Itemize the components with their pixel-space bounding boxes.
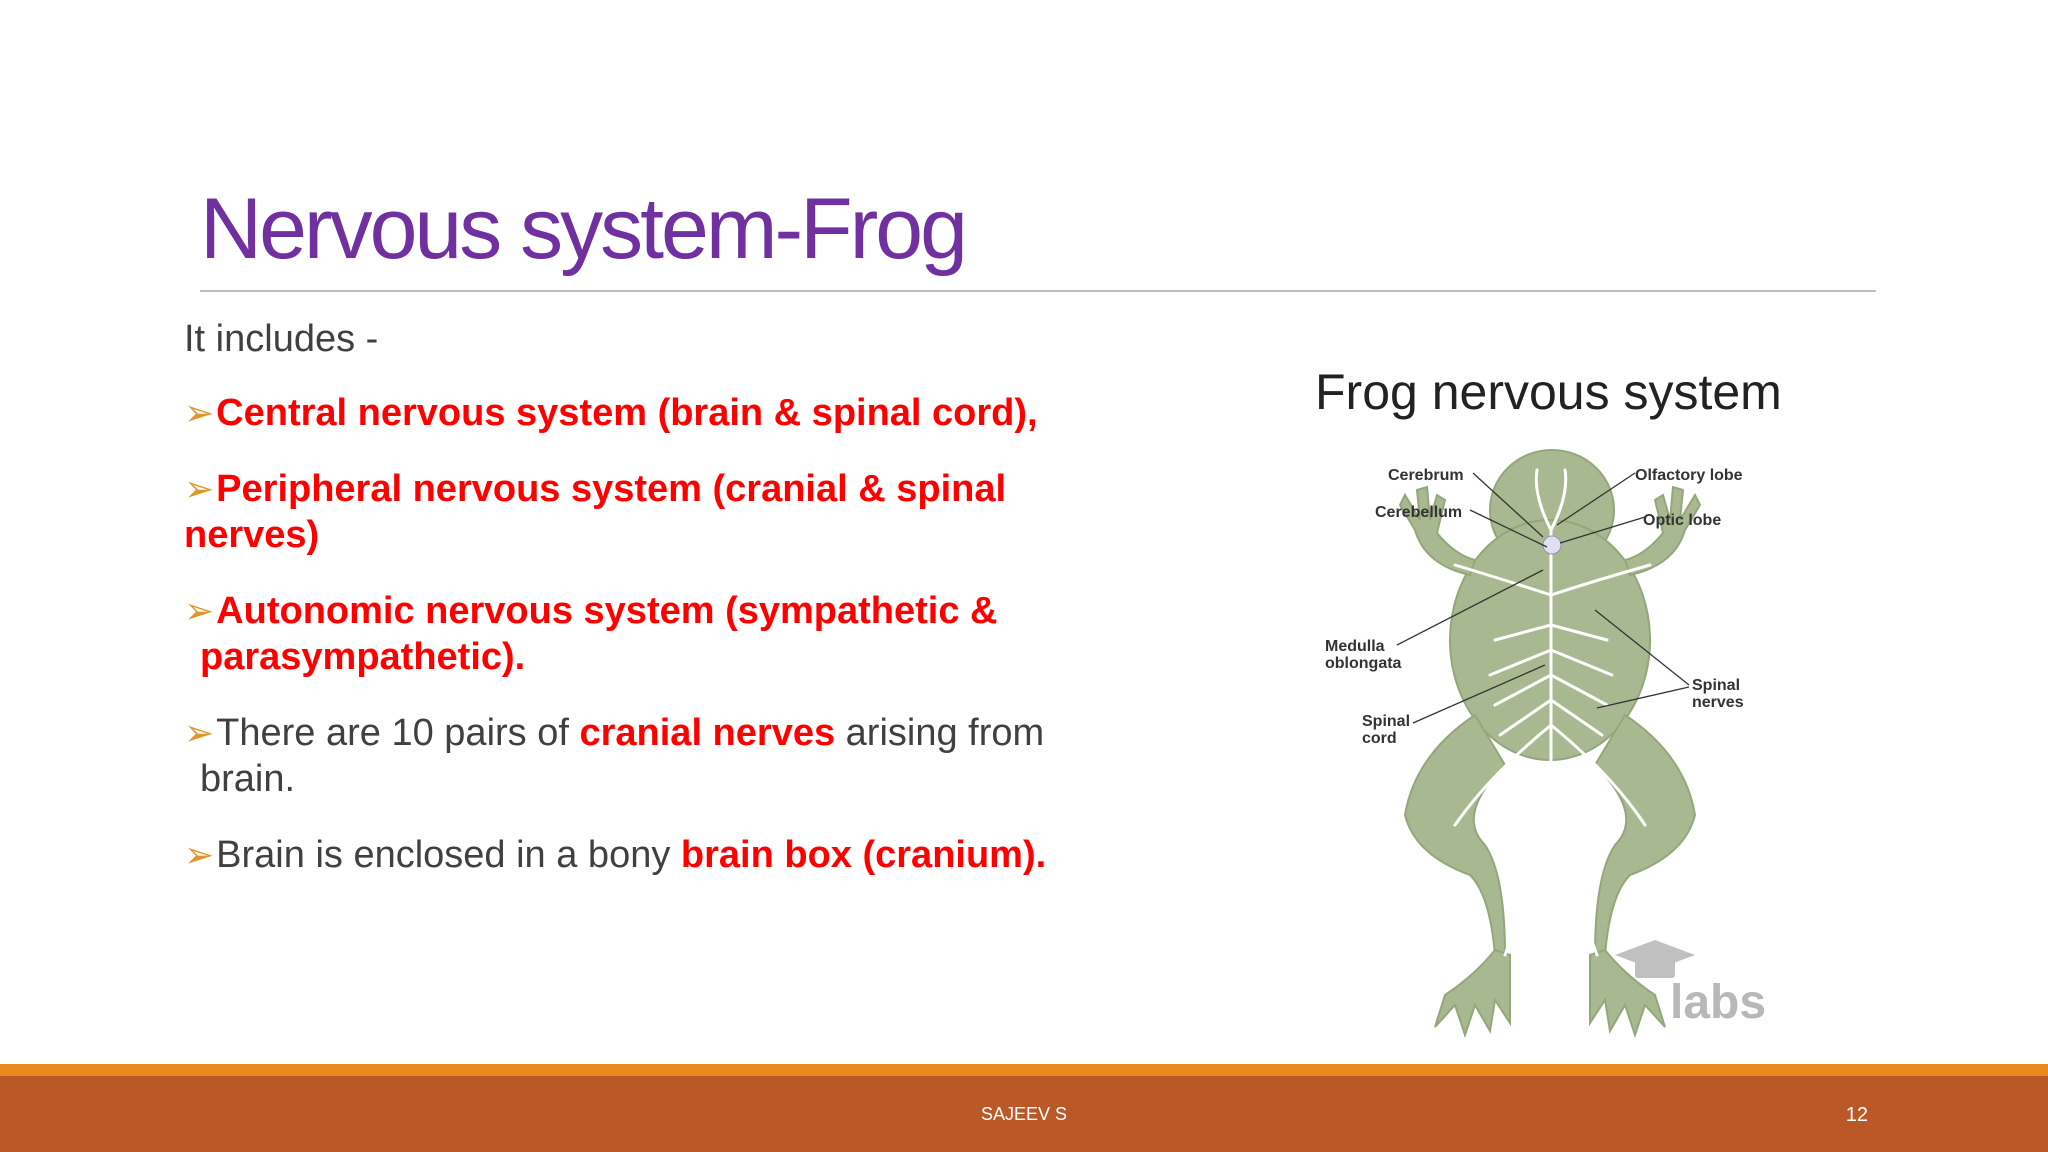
label-optic-lobe: Optic lobe [1643,512,1722,529]
footer-accent-stripe [0,1064,2048,1076]
bullet-brainbox-pre: Brain is enclosed in a bony [216,834,681,876]
bullet-brain-box: ➢Brain is enclosed in a bony brain box (… [184,832,1144,878]
bullet-ans-line1: Autonomic nervous system (sympathetic & [216,590,998,632]
arrowhead-bullet-icon: ➢ [184,834,215,875]
bullet-ans: ➢Autonomic nervous system (sympathetic &… [184,588,1144,680]
bullet-cranial-nerves: ➢There are 10 pairs of cranial nerves ar… [184,710,1144,802]
arrowhead-bullet-icon: ➢ [184,468,215,509]
arrowhead-bullet-icon: ➢ [184,712,215,753]
frog-illustration [1396,449,1702,1039]
slide-content: It includes - ➢Central nervous system (b… [184,316,1144,908]
label-cerebrum: Cerebrum [1388,467,1464,484]
label-olfactory-lobe: Olfactory lobe [1635,467,1743,484]
label-spinal-nerves: Spinal nerves [1692,677,1744,711]
bullet-ans-line2: parasympathetic). [200,636,526,678]
intro-text: It includes - [184,318,379,360]
bullet-cranial-pre: There are 10 pairs of [216,712,580,754]
label-spinal-nerves-line1: Spinal [1692,677,1741,694]
label-medulla-line2: oblongata [1325,655,1402,672]
label-medulla-oblongata: Medulla oblongata [1325,638,1401,672]
bullet-pns: ➢Peripheral nervous system (cranial & sp… [184,466,1144,558]
figure-title: Frog nervous system [1315,364,1782,420]
bullet-brainbox-bold: brain box (cranium). [680,834,1047,876]
label-cerebellum: Cerebellum [1375,504,1463,521]
bullet-cranial-post: arising from [835,712,1045,754]
bullet-cns-text: Central nervous system (brain & spinal c… [216,392,1038,434]
label-medulla-line1: Medulla [1325,638,1385,655]
label-spinal-cord-line1: Spinal [1362,713,1411,730]
label-spinal-cord-line2: cord [1362,730,1397,747]
frog-figure: Frog nervous system [1305,355,1825,1045]
label-spinal-cord: Spinal cord [1362,713,1410,747]
bullet-cns: ➢Central nervous system (brain & spinal … [184,390,1144,436]
watermark-logo: labs [1670,976,1767,1029]
bullet-cranial-bold: cranial nerves [579,712,836,754]
graduation-cap-icon [1615,940,1695,978]
title-divider [200,290,1876,292]
footer-bar: SAJEEV S 12 [0,1076,2048,1152]
bullet-pns-text: Peripheral nervous system (cranial & spi… [184,468,1007,556]
arrowhead-bullet-icon: ➢ [184,590,215,631]
slide-number: 12 [1845,1104,1868,1126]
footer-author: SAJEEV S [980,1104,1068,1124]
label-spinal-nerves-line2: nerves [1692,694,1744,711]
slide-title: Nervous system-Frog [200,181,968,277]
bullet-cranial-line2: brain. [200,758,296,800]
arrowhead-bullet-icon: ➢ [184,392,215,433]
